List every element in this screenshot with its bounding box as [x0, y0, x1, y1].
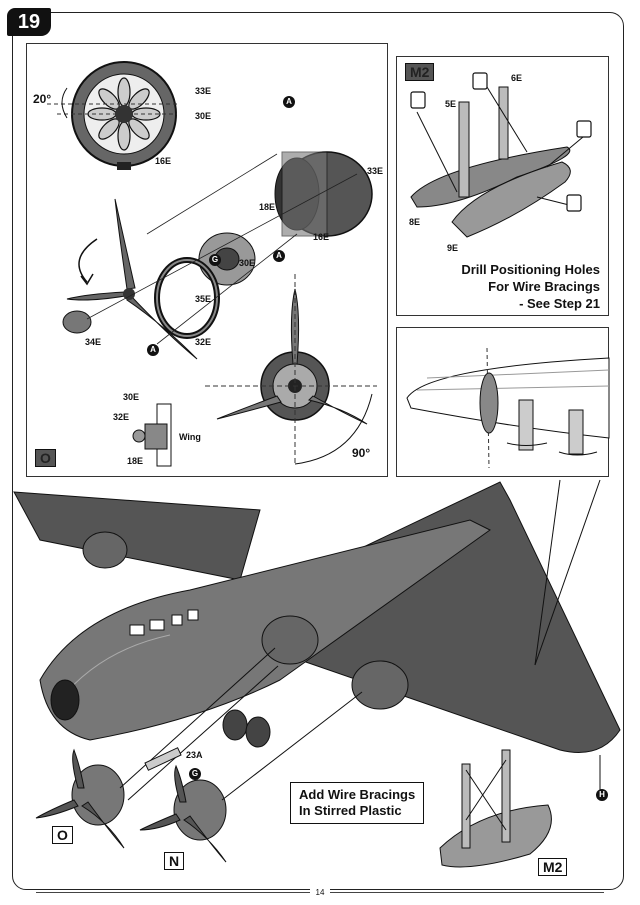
callout-line-1: Add Wire Bracings	[299, 787, 416, 802]
engine-assembly-drawing	[47, 61, 377, 467]
marker-h-main: H	[596, 789, 608, 801]
angle-20-label: 20°	[33, 92, 52, 106]
part-23a-label: 23A	[186, 750, 203, 760]
callout-line-2: In Stirred Plastic	[299, 803, 402, 818]
wing-detail-panel	[396, 327, 610, 477]
part-32e-wing-label: 32E	[113, 412, 130, 422]
part-32e-label: 32E	[195, 337, 212, 347]
panel-code-o: O	[35, 449, 56, 467]
part-5e-label: 5E	[445, 99, 457, 109]
drill-note-line-2: For Wire Bracings	[488, 279, 600, 294]
part-35e-label: 35E	[195, 294, 212, 304]
engine-code-n: N	[164, 852, 185, 870]
step-number-badge: 19	[7, 8, 51, 36]
part-16e-side-label: 16E	[313, 232, 330, 242]
part-30e-engine-label: 30E	[239, 258, 256, 268]
marker-a-prop: A	[147, 344, 159, 356]
marker-g: G	[209, 254, 221, 266]
drill-note: Drill Positioning Holes For Wire Bracing…	[400, 261, 600, 312]
aircraft-drawing	[13, 479, 621, 868]
part-16e-label: 16E	[155, 156, 172, 166]
page-number-text: 14	[309, 888, 331, 897]
float-code-m2: M2	[538, 858, 568, 876]
drill-note-line-1: Drill Positioning Holes	[461, 262, 600, 277]
marker-a-top: A	[283, 96, 295, 108]
part-30e-wing-label: 30E	[123, 392, 140, 402]
part-33e-cowl-label: 33E	[367, 166, 384, 176]
marker-g-main: G	[189, 768, 201, 780]
wing-detail-drawing	[406, 347, 610, 469]
engine-code-o: O	[52, 826, 73, 844]
wire-bracing-callout: Add Wire Bracings In Stirred Plastic	[290, 782, 425, 824]
part-30e-label: 30E	[195, 111, 212, 121]
angle-90-label: 90°	[352, 446, 371, 460]
page-number: 14	[0, 888, 640, 897]
marker-a-side: A	[273, 250, 285, 262]
part-9e-label: 9E	[447, 243, 459, 253]
engine-assembly-panel: 33E 30E 16E 18E 33E 16E 30E 35E 32E 34E …	[26, 43, 388, 477]
panel-code-m2: M2	[405, 63, 435, 81]
part-34e-label: 34E	[85, 337, 102, 347]
part-18e-label: 18E	[259, 202, 276, 212]
part-18e-wing-label: 18E	[127, 456, 144, 466]
float-drill-panel: M2 6E 5E 8E 9E Drill Positioning Holes F…	[396, 56, 609, 316]
part-33e-label: 33E	[195, 86, 212, 96]
float-drilling-drawing	[410, 72, 592, 238]
wing-label: Wing	[179, 432, 201, 442]
drill-note-line-3: - See Step 21	[519, 296, 600, 311]
part-6e-label: 6E	[511, 73, 523, 83]
part-8e-label: 8E	[409, 217, 421, 227]
